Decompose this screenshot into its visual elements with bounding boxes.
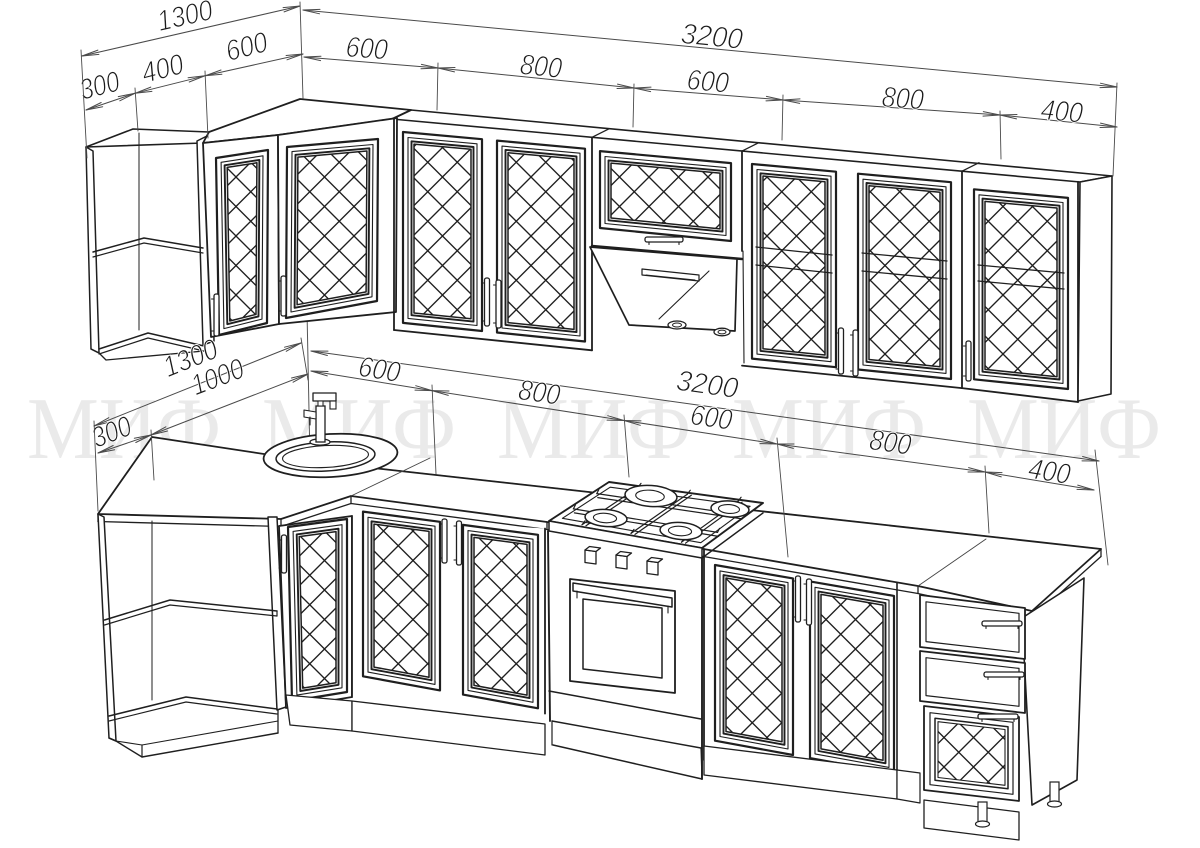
svg-text:800: 800 [867, 424, 913, 462]
svg-text:600: 600 [345, 31, 389, 66]
svg-text:МИФ: МИФ [967, 381, 1161, 478]
svg-text:3200: 3200 [674, 365, 740, 405]
svg-text:400: 400 [1026, 453, 1072, 491]
svg-text:800: 800 [518, 49, 563, 85]
svg-text:МИФ: МИФ [732, 381, 926, 478]
svg-text:800: 800 [516, 374, 562, 412]
svg-text:600: 600 [685, 64, 730, 100]
svg-text:600: 600 [688, 399, 734, 437]
svg-text:3200: 3200 [679, 18, 744, 56]
svg-text:МИФ: МИФ [497, 381, 691, 478]
svg-text:600: 600 [356, 351, 402, 389]
svg-text:400: 400 [1039, 94, 1084, 130]
svg-text:800: 800 [881, 81, 925, 116]
